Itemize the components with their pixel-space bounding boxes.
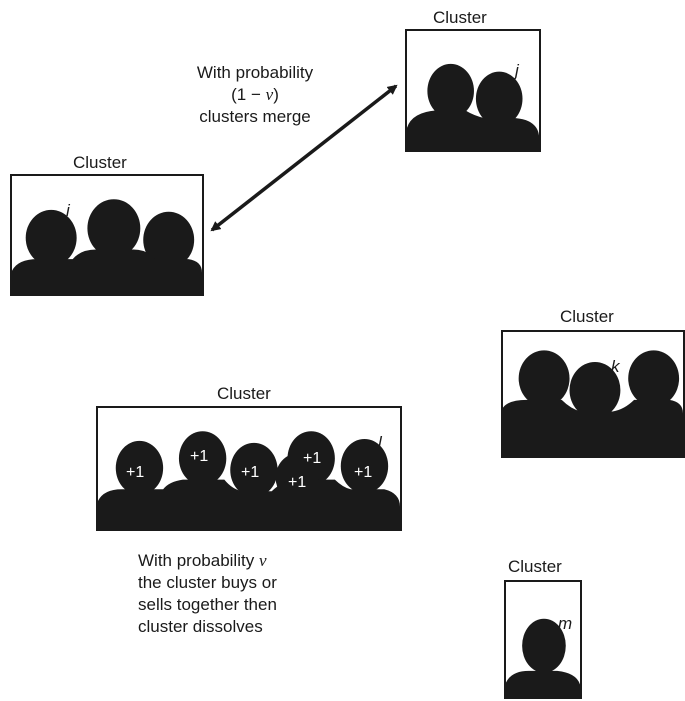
cluster-k-box: k (501, 330, 685, 458)
plus-one-label: +1 (241, 464, 260, 481)
cluster-k-people (503, 350, 683, 456)
merge-probability-note: With probability (1 − v) clusters merge (170, 62, 340, 128)
plus-one-label: +1 (190, 448, 209, 465)
cluster-m-title: Cluster (508, 557, 562, 576)
cluster-l-box: +1 +1 +1 +1 +1 +1 l (96, 406, 402, 531)
merge-note-line3: clusters merge (199, 107, 311, 126)
merge-note-close: ) (273, 85, 279, 104)
cluster-l-letter: l (378, 433, 382, 452)
buy-note-text: With probability (138, 551, 259, 570)
buy-note-line4: cluster dissolves (138, 617, 263, 636)
cluster-m-box: m (504, 580, 582, 699)
plus-one-label: +1 (354, 464, 373, 481)
merge-note-open: (1 − (231, 85, 266, 104)
buy-note-line2: the cluster buys or (138, 573, 277, 592)
cluster-i-letter: i (66, 201, 70, 220)
cluster-j-title: Cluster (433, 8, 487, 27)
cluster-i-title: Cluster (73, 153, 127, 172)
cluster-i-people (12, 199, 202, 294)
plus-one-label: +1 (303, 450, 322, 467)
cluster-l-title: Cluster (217, 384, 271, 403)
cluster-k-letter: k (611, 357, 620, 376)
buy-sell-note: With probability v the cluster buys or s… (138, 550, 318, 638)
plus-one-label: +1 (288, 474, 307, 491)
cluster-j-box: j (405, 29, 541, 152)
merge-note-line1: With probability (196, 63, 314, 82)
buy-note-line3: sells together then (138, 595, 277, 614)
cluster-m-people (506, 618, 580, 697)
plus-one-label: +1 (126, 464, 145, 481)
merge-note-line2: (1 − v) (170, 84, 340, 106)
buy-note-var: v (258, 551, 267, 570)
cluster-i-box: i (10, 174, 204, 296)
cluster-m-letter: m (558, 614, 573, 633)
merge-note-var: v (265, 85, 274, 104)
cluster-j-people (407, 63, 539, 150)
cluster-l-people (98, 431, 400, 529)
buy-note-line1: With probability v (138, 550, 318, 572)
cluster-j-letter: j (515, 61, 519, 80)
cluster-k-title: Cluster (560, 307, 614, 326)
